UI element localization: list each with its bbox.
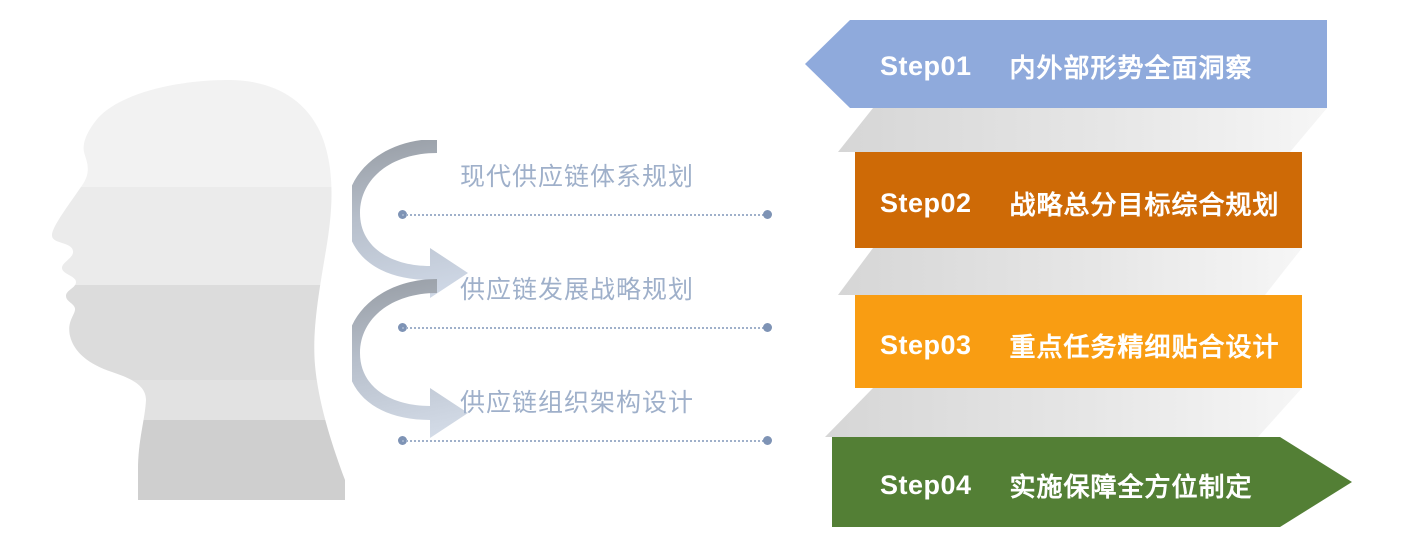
label-row: 供应链发展战略规划 [398, 275, 798, 333]
label-row: 现代供应链体系规划 [398, 162, 798, 220]
rule-dot-right [763, 210, 772, 219]
label-rule [398, 210, 772, 220]
label-rule [398, 436, 772, 446]
label-text: 供应链发展战略规划 [460, 276, 695, 304]
curved-arrow-1 [346, 139, 468, 298]
step-shape-1 [805, 20, 1327, 108]
flow-arrows-group [346, 139, 482, 440]
step-shape-3 [855, 295, 1302, 388]
rule-dot-right [763, 436, 772, 445]
connector-3-4-shape [825, 388, 1302, 437]
curved-arrow-2 [346, 279, 468, 438]
head-profile-illustration [0, 0, 400, 538]
label-rule [398, 323, 772, 333]
label-text: 现代供应链体系规划 [460, 163, 695, 191]
step-shape-4 [832, 437, 1352, 527]
rule-line [402, 214, 768, 216]
connector-1-2-shape [838, 108, 1327, 152]
rule-line [402, 327, 768, 329]
rule-dot-right [763, 323, 772, 332]
label-row: 供应链组织架构设计 [398, 388, 798, 446]
step-shape-2 [855, 152, 1302, 248]
rule-line [402, 440, 768, 442]
connector-2-3-shape [838, 248, 1302, 295]
label-text: 供应链组织架构设计 [460, 389, 695, 417]
